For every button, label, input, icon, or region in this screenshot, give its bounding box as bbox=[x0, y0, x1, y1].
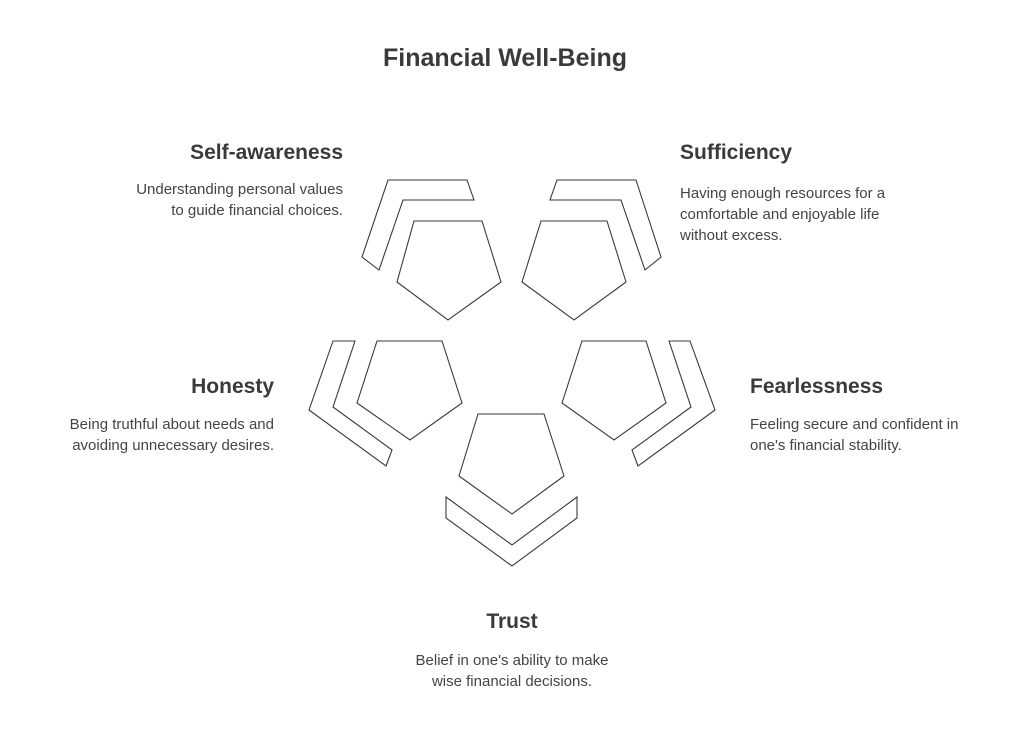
sufficiency-description-line: Having enough resources for a bbox=[680, 185, 886, 202]
trust-description: Belief in one's ability to make wise fin… bbox=[362, 650, 662, 692]
sufficiency-shape-group bbox=[521, 179, 662, 321]
self-awareness-pentagon bbox=[396, 220, 502, 321]
honesty-heading: Honesty bbox=[191, 375, 274, 398]
honesty-chevron bbox=[308, 340, 393, 467]
honesty-pentagon bbox=[356, 340, 463, 441]
trust-chevron bbox=[445, 495, 578, 567]
sufficiency-description-line: comfortable and enjoyable life bbox=[680, 206, 880, 223]
self-awareness-description: Understanding personal values to guide f… bbox=[136, 179, 343, 221]
sufficiency-chevron bbox=[549, 179, 662, 271]
trust-pentagon bbox=[458, 413, 565, 515]
sufficiency-heading: Sufficiency bbox=[680, 141, 793, 164]
sufficiency-pentagon bbox=[521, 220, 627, 321]
self-awareness-description-line: Understanding personal values bbox=[136, 181, 343, 198]
diagram-title: Financial Well-Being bbox=[382, 44, 628, 72]
trust-shape-group bbox=[445, 413, 578, 567]
honesty-description-line: avoiding unnecessary desires. bbox=[72, 437, 274, 454]
fearlessness-description: Feeling secure and confident in one's fi… bbox=[750, 414, 958, 456]
self-awareness-heading: Self-awareness bbox=[190, 141, 343, 164]
fearlessness-description-line: one's financial stability. bbox=[750, 437, 902, 454]
honesty-description-line: Being truthful about needs and bbox=[69, 416, 274, 433]
trust-heading: Trust bbox=[486, 610, 538, 633]
fearlessness-chevron bbox=[631, 340, 716, 467]
self-awareness-description-line: to guide financial choices. bbox=[171, 202, 343, 219]
sufficiency-description-line: without excess. bbox=[680, 227, 783, 244]
fearlessness-shape-group bbox=[561, 340, 716, 467]
trust-description-line: Belief in one's ability to make bbox=[415, 652, 609, 669]
trust-description-line: wise financial decisions. bbox=[431, 673, 593, 690]
fearlessness-description-line: Feeling secure and confident in bbox=[750, 416, 959, 433]
fearlessness-heading: Fearlessness bbox=[750, 375, 884, 398]
self-awareness-shape-group bbox=[361, 179, 502, 321]
honesty-description: Being truthful about needs and avoiding … bbox=[70, 414, 274, 456]
self-awareness-chevron bbox=[361, 179, 475, 271]
fearlessness-pentagon bbox=[561, 340, 667, 441]
sufficiency-description: Having enough resources for a comfortabl… bbox=[680, 183, 885, 246]
honesty-shape-group bbox=[308, 340, 463, 467]
